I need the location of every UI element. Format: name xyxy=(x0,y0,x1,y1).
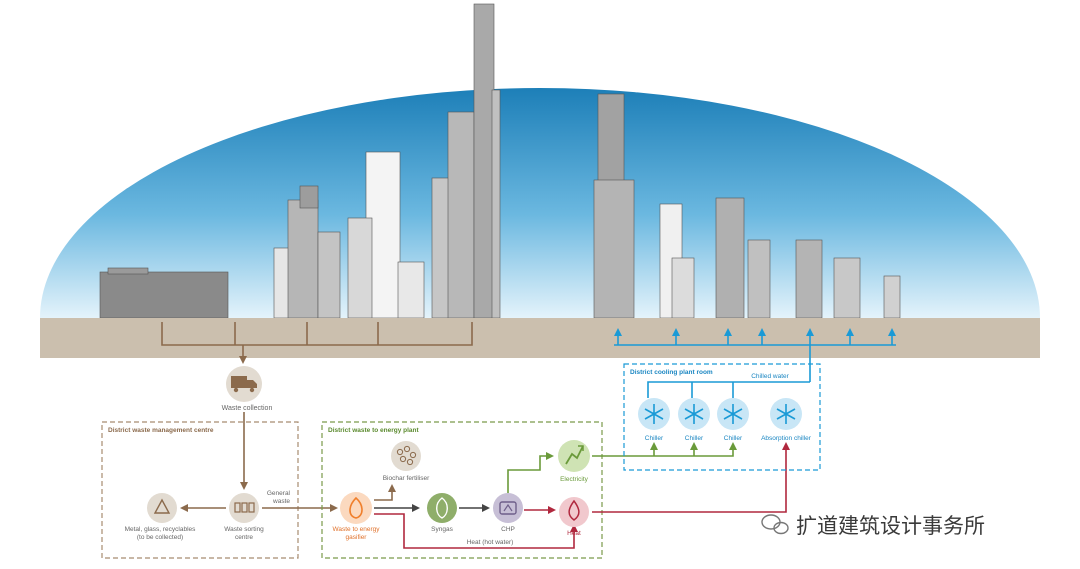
waste-centre-title: District waste management centre xyxy=(108,427,214,434)
gasifier-label-line2: gasifier xyxy=(346,534,368,541)
syngas-label: Syngas xyxy=(431,526,453,533)
general-waste-label-line1: General xyxy=(267,490,291,497)
cooling-plant-title: District cooling plant room xyxy=(630,369,713,376)
electricity-label: Electricity xyxy=(560,476,589,483)
electricity-to-chillers-line xyxy=(592,442,737,457)
energy-plant-box xyxy=(321,421,603,559)
chiller1-label: Chiller xyxy=(645,435,664,442)
energy-plant-title: District waste to energy plant xyxy=(328,427,419,434)
recycle-icon xyxy=(147,493,177,523)
general-waste-label-line2: waste xyxy=(272,498,290,505)
heat-hot-water-label: Heat (hot water) xyxy=(467,539,514,546)
biochar-label: Biochar fertiliser xyxy=(383,475,430,482)
flame-icon xyxy=(340,492,372,524)
heat-to-absorption-chiller-line xyxy=(592,442,790,513)
chilled-water-network xyxy=(614,328,896,398)
droplet-icon xyxy=(559,497,589,527)
absorption-chiller-label: Absorption chiller xyxy=(761,435,812,442)
sorting-label-line2: centre xyxy=(235,534,253,541)
snowflake-icon xyxy=(678,398,710,430)
chilled-water-label: Chilled water xyxy=(751,373,789,380)
truck-icon xyxy=(226,366,262,402)
waste-collection-network xyxy=(161,322,473,364)
watermark-text: 扩道建筑设计事务所 xyxy=(796,515,985,538)
ground xyxy=(40,318,1040,358)
snowflake-icon xyxy=(770,398,802,430)
pellets-icon xyxy=(391,441,421,471)
chiller3-label: Chiller xyxy=(724,435,743,442)
waste-collection-label: Waste collection xyxy=(222,405,273,412)
waste-bins-icon xyxy=(229,493,259,523)
snowflake-icon xyxy=(717,398,749,430)
chp-label: CHP xyxy=(501,526,515,533)
waste-centre-box xyxy=(101,421,299,559)
wechat-icon xyxy=(761,514,789,535)
cooling-plant-box xyxy=(623,363,821,471)
chiller2-label: Chiller xyxy=(685,435,704,442)
city-skyline xyxy=(99,3,901,319)
lightning-icon xyxy=(558,440,590,472)
heat-hot-water-line xyxy=(374,513,578,549)
recyclables-label-line2: (to be collected) xyxy=(137,534,183,541)
chp-to-electricity-arrow xyxy=(507,452,554,493)
recyclables-label-line1: Metal, glass, recyclables xyxy=(125,526,197,533)
engine-icon xyxy=(493,493,523,523)
heat-label: Heat xyxy=(567,530,581,537)
snowflake-icon xyxy=(638,398,670,430)
leaf-icon xyxy=(427,493,457,523)
gasifier-label-line1: Waste to energy xyxy=(332,526,380,533)
sorting-label-line1: Waste sorting xyxy=(224,526,264,533)
gasifier-to-biochar-arrow xyxy=(374,484,396,501)
